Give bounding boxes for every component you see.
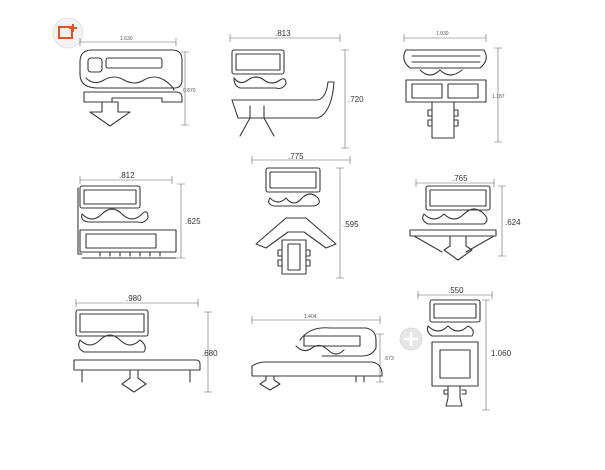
add-to-collection-button[interactable] xyxy=(52,17,84,49)
gasket-profile-8: 1.404 .673 xyxy=(251,314,394,391)
zoom-in-icon xyxy=(403,331,419,347)
profile-1-height: 0.870 xyxy=(183,88,196,94)
profile-7-height: .680 xyxy=(202,349,218,358)
profile-7-width: .980 xyxy=(126,294,142,303)
profile-6-width: .765 xyxy=(452,174,468,183)
gasket-profile-7: .980 .680 xyxy=(73,294,218,393)
gasket-profile-9: .550 1.060 xyxy=(417,286,512,411)
profile-4-width: .812 xyxy=(119,171,135,180)
add-to-collection-icon xyxy=(58,26,73,39)
profile-5-width: .775 xyxy=(288,152,304,161)
profile-6-height: .624 xyxy=(505,218,521,227)
gasket-profile-2: .813 .720 xyxy=(229,29,364,149)
profile-2-width: .813 xyxy=(275,29,291,38)
gasket-profile-4: .812 .625 xyxy=(77,171,201,259)
gasket-profile-5: .775 .595 xyxy=(251,152,359,279)
profile-1-width: 1.630 xyxy=(120,36,133,42)
gasket-profile-1: 1.630 0.870 xyxy=(79,36,196,127)
gasket-profile-3: 1.030 1.187 xyxy=(403,31,505,143)
profile-9-height: 1.060 xyxy=(491,349,512,358)
gasket-profile-6: .765 .624 xyxy=(409,174,521,261)
profile-5-height: .595 xyxy=(343,220,359,229)
profile-3-width: 1.030 xyxy=(436,31,449,37)
profile-9-width: .550 xyxy=(448,286,464,295)
profile-8-width: 1.404 xyxy=(304,314,317,320)
profile-3-height: 1.187 xyxy=(492,94,505,100)
zoom-button[interactable] xyxy=(399,327,423,351)
profile-4-height: .625 xyxy=(185,217,201,226)
profile-2-height: .720 xyxy=(348,95,364,104)
profile-8-height: .673 xyxy=(384,356,394,362)
